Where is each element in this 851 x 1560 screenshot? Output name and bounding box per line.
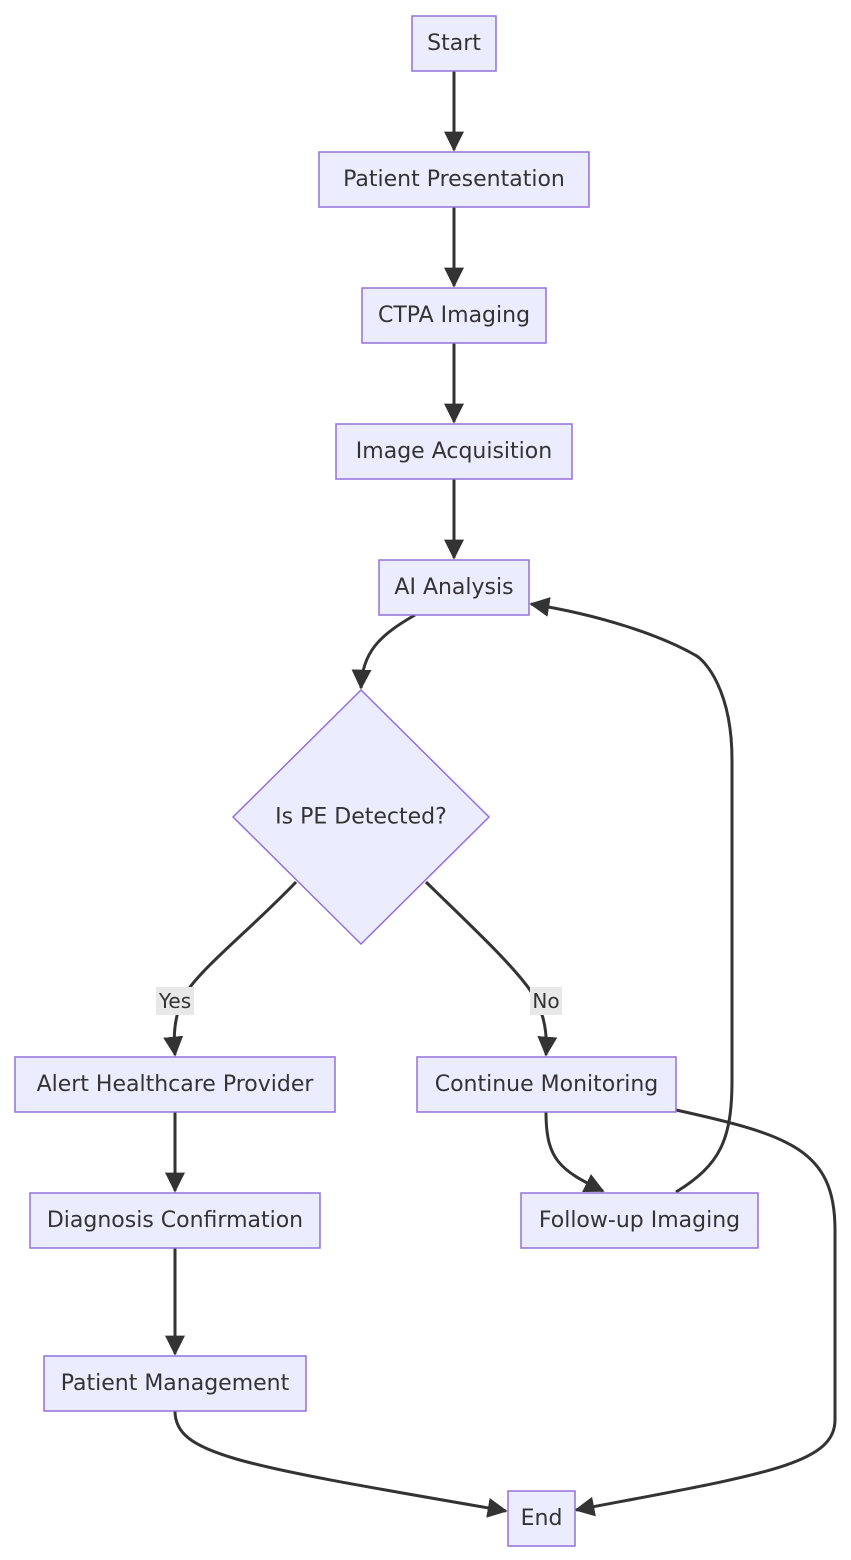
node-image-acquisition[interactable]: Image Acquisition [335,423,573,480]
node-alert-healthcare-provider[interactable]: Alert Healthcare Provider [14,1056,336,1113]
node-ai-analysis[interactable]: AI Analysis [378,559,530,616]
edge-patient-management-to-end [173,1410,508,1518]
node-start[interactable]: Start [411,15,497,72]
edges [163,71,837,1518]
node-ctpa-imaging[interactable]: CTPA Imaging [361,287,547,344]
edge-label-no-text: No [532,989,559,1013]
node-followup-imaging[interactable]: Follow-up Imaging [520,1192,759,1249]
node-ctpa-imaging-label: CTPA Imaging [378,303,530,328]
node-ai-analysis-label: AI Analysis [394,575,513,600]
node-end[interactable]: End [507,1490,576,1547]
node-is-pe-detected-decision[interactable]: Is PE Detected? [231,688,491,946]
edge-label-no: No [530,987,562,1015]
node-continue-monitoring-label: Continue Monitoring [435,1072,659,1097]
node-diagnosis-confirmation-label: Diagnosis Confirmation [47,1208,303,1233]
edge-decision-to-alert-provider [163,880,298,1057]
edge-decision-to-continue-monitoring [424,880,558,1057]
node-alert-healthcare-provider-label: Alert Healthcare Provider [37,1072,315,1097]
node-patient-presentation[interactable]: Patient Presentation [318,151,590,208]
node-image-acquisition-label: Image Acquisition [356,439,552,464]
node-continue-monitoring[interactable]: Continue Monitoring [416,1056,677,1113]
edge-label-yes-text: Yes [158,989,191,1013]
edge-continue-monitoring-to-end [574,1108,837,1517]
edge-continue-monitoring-to-followup-imaging [544,1111,605,1193]
node-followup-imaging-label: Follow-up Imaging [539,1208,740,1233]
node-patient-presentation-label: Patient Presentation [343,167,565,192]
node-end-label: End [521,1506,563,1531]
node-start-label: Start [427,31,481,56]
node-diagnosis-confirmation[interactable]: Diagnosis Confirmation [29,1192,321,1249]
node-is-pe-detected-label: Is PE Detected? [275,805,447,830]
edge-ai-analysis-to-decision [351,613,416,690]
edge-label-yes: Yes [156,987,194,1015]
node-patient-management-label: Patient Management [61,1371,290,1396]
node-patient-management[interactable]: Patient Management [43,1355,307,1412]
edge-followup-imaging-to-ai-analysis [529,597,734,1194]
